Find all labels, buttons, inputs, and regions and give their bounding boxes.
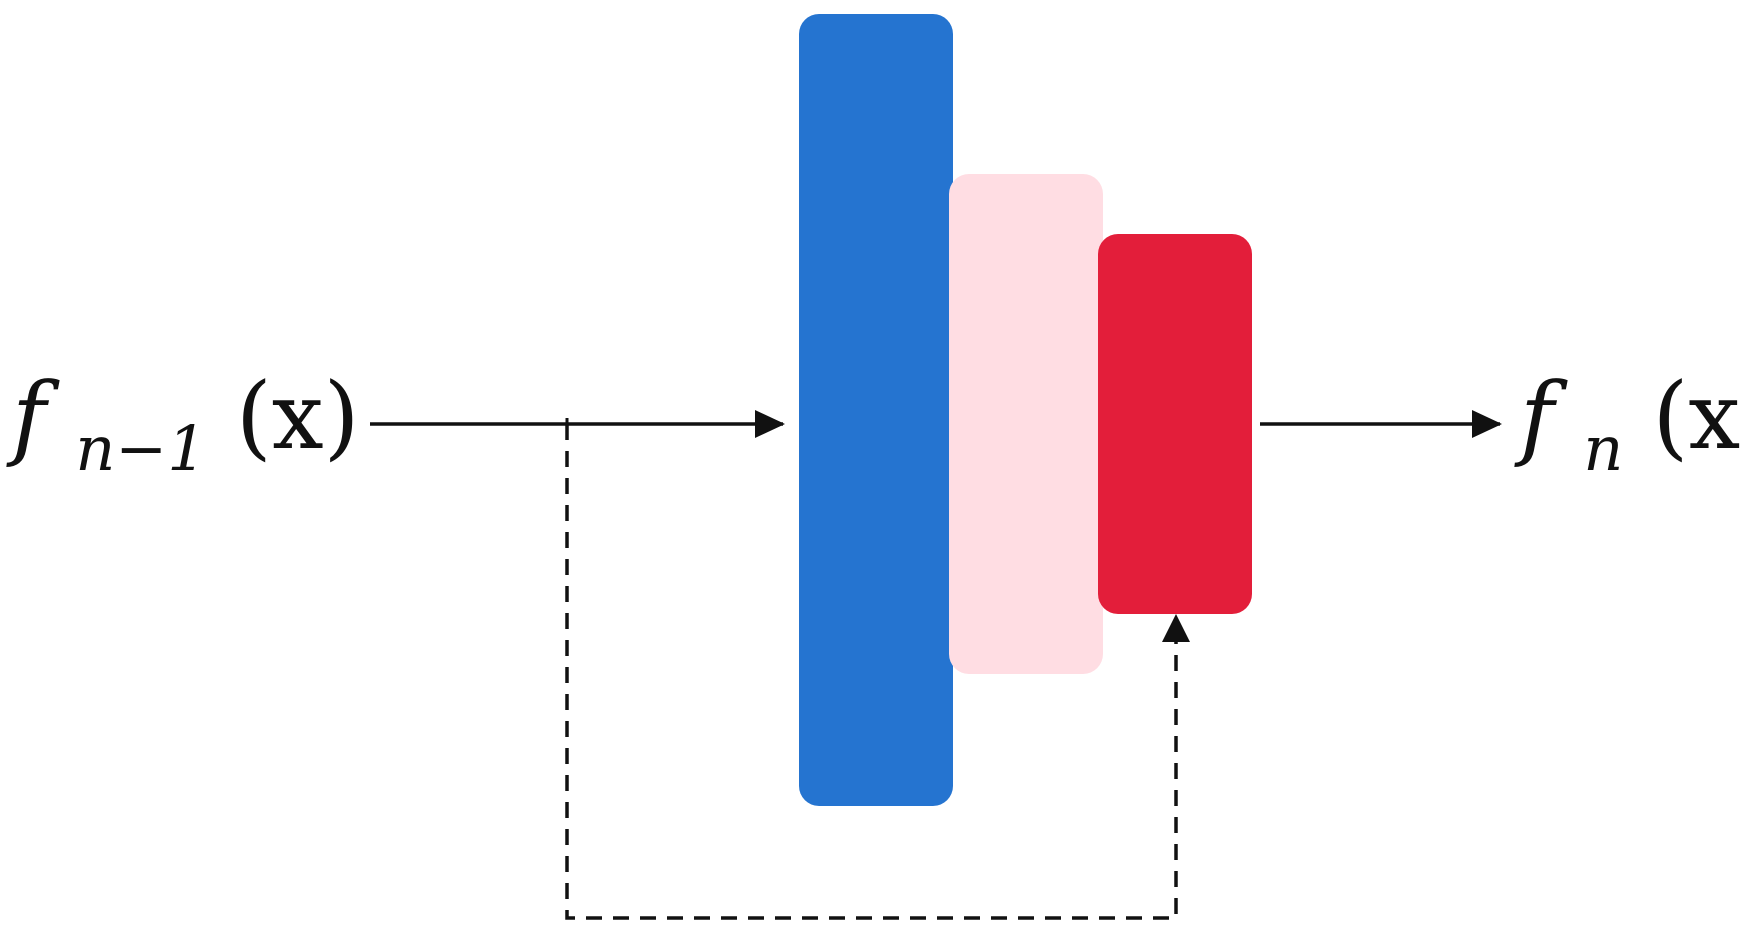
- block-blue: [799, 14, 953, 806]
- skip-connection-path: [565, 424, 1178, 920]
- input-label-subscript: n−1: [75, 412, 206, 485]
- block-pink: [949, 174, 1103, 674]
- output-label-argument: (x): [1653, 363, 1746, 470]
- input-label-argument: (x): [236, 363, 360, 470]
- input-label-base: f: [6, 363, 60, 470]
- input-label: f n−1 (x): [6, 363, 360, 492]
- output-label-subscript: n: [1583, 412, 1623, 485]
- block-red: [1098, 234, 1252, 614]
- output-label: f n (x): [1514, 363, 1746, 492]
- output-label-base: f: [1514, 363, 1568, 470]
- skip-connection-arrowhead: [1162, 614, 1190, 642]
